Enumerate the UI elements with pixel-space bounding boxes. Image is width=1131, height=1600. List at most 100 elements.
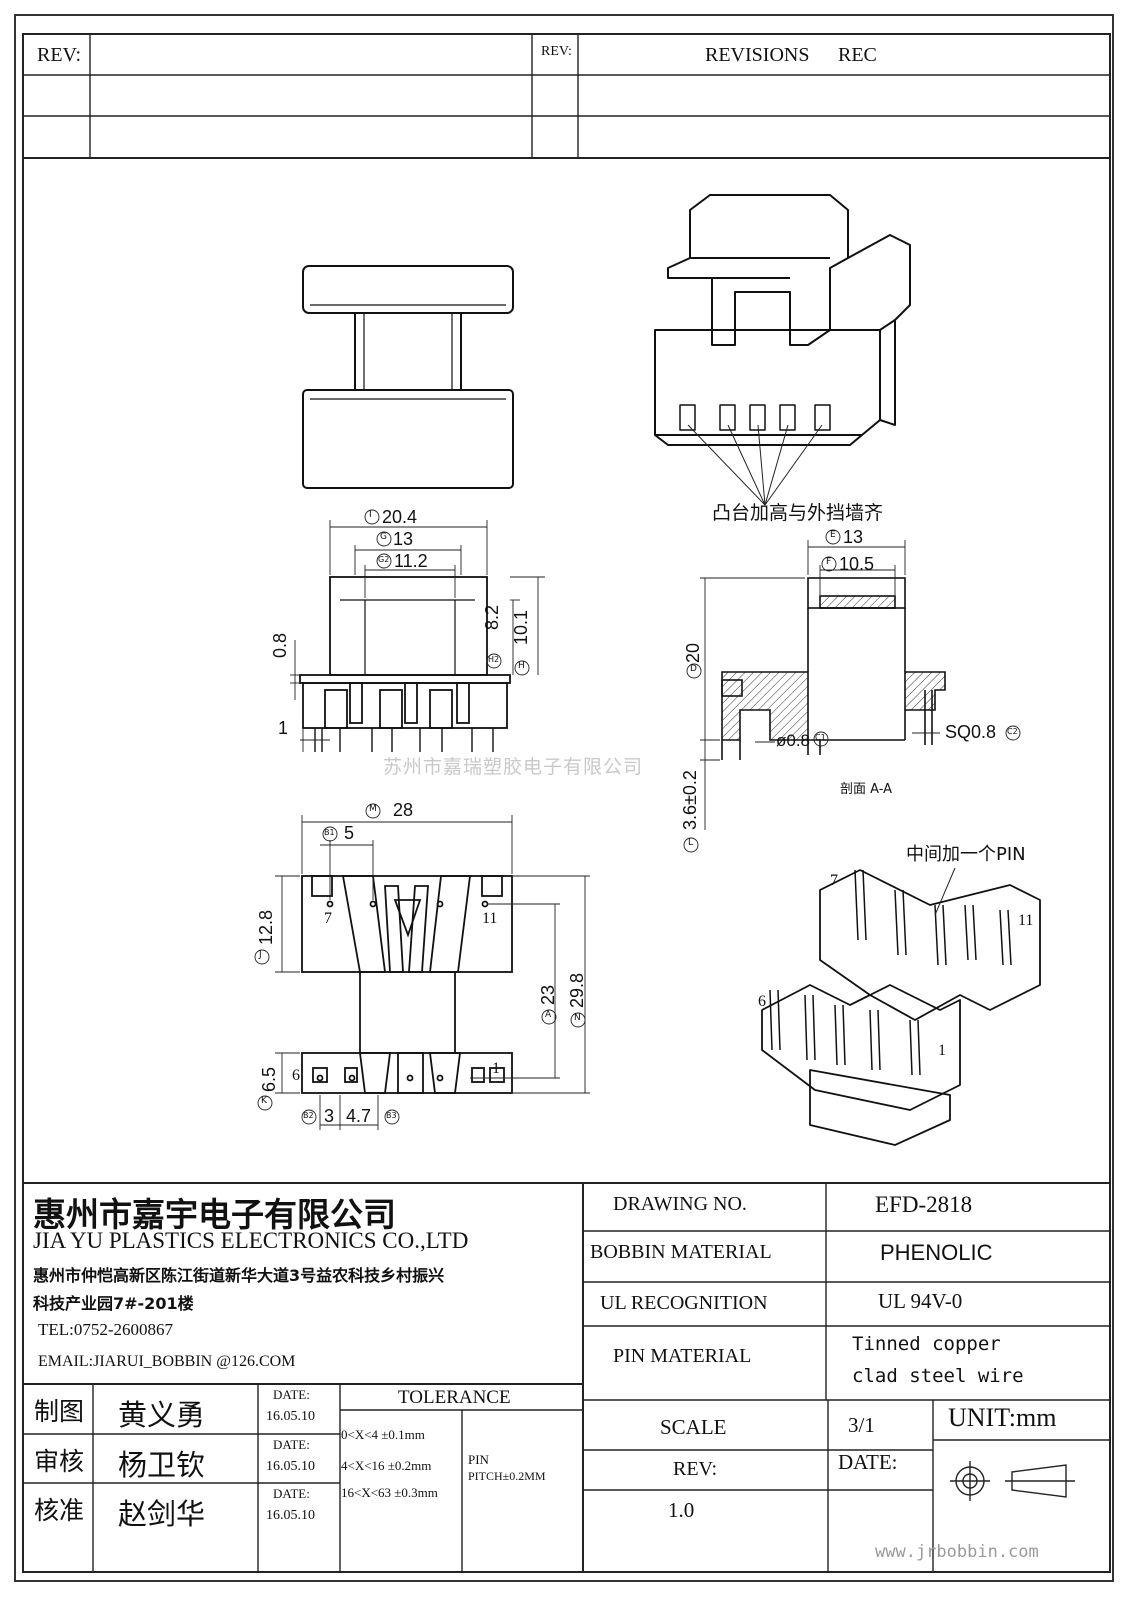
unit-label: UNIT:mm: [948, 1403, 1057, 1432]
dim-letter-K: K: [261, 1096, 267, 1106]
note-middle-pin: 中间加一个PIN: [906, 844, 1026, 865]
drawing-no-value: EFD-2818: [875, 1192, 973, 1217]
pin-pitch-line1: PIN: [468, 1452, 489, 1467]
dim-letter-F: F: [826, 557, 832, 567]
dim-letter-M: M: [369, 804, 377, 814]
dim-G2-value: 11.2: [394, 551, 428, 571]
rev-label-right: REV:: [541, 44, 572, 59]
name-drawn: 黄义勇: [118, 1398, 206, 1432]
pin-material-value-line2: clad steel wire: [852, 1365, 1024, 1387]
dim-I-value: 20.4: [382, 507, 418, 527]
rec-label: REC: [838, 44, 877, 66]
pin-material-label: PIN MATERIAL: [613, 1345, 752, 1367]
pin-number-11-bottom: 11: [482, 910, 498, 927]
dim-letter-L: L: [688, 838, 694, 848]
tolerance-range-2: 4<X<16 ±0.2mm: [341, 1458, 432, 1473]
outer-frame: [14, 14, 1114, 1582]
dim-J-value: 12.8: [256, 909, 276, 945]
bobbin-material-label: BOBBIN MATERIAL: [590, 1241, 772, 1263]
dim-letter-I: I: [369, 510, 372, 520]
name-approved: 赵剑华: [118, 1497, 206, 1531]
section-label: 剖面 A-A: [840, 782, 893, 797]
dim-E-value: 13: [843, 527, 864, 547]
scale-label: SCALE: [660, 1415, 727, 1439]
scale-value: 3/1: [848, 1413, 875, 1437]
address-line2: 科技产业园7#-201楼: [33, 1294, 194, 1313]
dim-C2-value: SQ0.8: [945, 722, 997, 742]
role-approved: 核准: [34, 1496, 85, 1525]
pin-number-1-bottom: 1: [492, 1060, 500, 1077]
dim-A-value: 23: [538, 984, 558, 1005]
dim-N-value: 29.8: [567, 972, 587, 1008]
date-label-checked: DATE:: [273, 1437, 310, 1452]
role-drawn: 制图: [34, 1397, 85, 1426]
bobbin-material-value: PHENOLIC: [880, 1240, 993, 1265]
dim-H-value: 10.1: [511, 609, 531, 645]
name-checked: 杨卫钦: [118, 1448, 206, 1482]
dim-K-value: 6.5: [259, 1066, 279, 1092]
dim-top-thk-value: 0.8: [270, 632, 290, 658]
rev-label-left: REV:: [37, 44, 82, 66]
tolerance-label: TOLERANCE: [398, 1387, 511, 1408]
dim-G-value: 13: [393, 529, 414, 549]
date-checked: 16.05.10: [266, 1459, 315, 1474]
pin-material-value-line1: Tinned copper: [852, 1333, 1001, 1355]
tel-text: TEL:0752-2600867: [38, 1320, 174, 1339]
pin-number-6-iso: 6: [758, 993, 766, 1010]
website-text: www.jrbobbin.com: [875, 1542, 1039, 1562]
rev-value-title: 1.0: [668, 1498, 695, 1522]
dim-letter-A: A: [545, 1010, 552, 1020]
dim-H2-value: 8.2: [482, 604, 502, 630]
date-approved: 16.05.10: [266, 1508, 315, 1523]
dim-M-value: 28: [393, 800, 414, 820]
dim-letter-D: D: [690, 664, 697, 674]
pin-pitch-line2: PITCH±0.2MM: [468, 1469, 546, 1483]
ul-recognition-label: UL RECOGNITION: [600, 1292, 768, 1314]
address-line1: 惠州市仲恺高新区陈江街道新华大道3号益农科技乡村振兴: [33, 1266, 445, 1285]
dim-letter-N: N: [574, 1013, 581, 1023]
email-text: EMAIL:JIARUI_BOBBIN @126.COM: [38, 1353, 296, 1370]
dim-letter-B2: B2: [303, 1111, 314, 1120]
pin-number-7-iso: 7: [830, 872, 838, 889]
rev-label-title: REV:: [673, 1458, 718, 1480]
dim-B1-value: 5: [344, 823, 355, 843]
dim-D-value: 20: [683, 642, 703, 663]
drawing-no-label: DRAWING NO.: [613, 1193, 747, 1215]
dim-letter-G2: G2: [378, 555, 390, 564]
pin-number-1-iso: 1: [938, 1042, 946, 1059]
tolerance-range-3: 16<X<63 ±0.3mm: [341, 1485, 438, 1500]
drawing-frame: [22, 33, 1111, 1573]
dim-letter-C2: C2: [1007, 727, 1018, 736]
dim-letter-J: J: [259, 950, 262, 960]
dim-letter-E: E: [830, 530, 836, 540]
role-checked: 审核: [34, 1447, 85, 1476]
revisions-label: REVISIONS: [705, 44, 810, 66]
dim-F-value: 10.5: [839, 554, 875, 574]
company-name-cn: 惠州市嘉宇电子有限公司: [33, 1195, 396, 1234]
dim-letter-B3: B3: [386, 1111, 397, 1120]
note-raised-boss: 凸台加高与外挡墙齐: [712, 502, 884, 524]
third-angle-projection-icon: [948, 1462, 1076, 1502]
ul-recognition-value: UL 94V-0: [878, 1289, 963, 1313]
dim-B3-value: 4.7: [346, 1106, 372, 1126]
dim-L-value: 3.6±0.2: [680, 770, 700, 830]
dim-C1-value: ø0.8: [776, 731, 811, 750]
tolerance-range-1: 0<X<4 ±0.1mm: [341, 1427, 425, 1442]
pin-number-7-bottom: 7: [324, 910, 332, 927]
dim-letter-G: G: [380, 532, 387, 542]
dim-B2-value: 3: [324, 1106, 335, 1126]
dim-letter-H2: H2: [488, 655, 500, 664]
watermark-text: 苏州市嘉瑞塑胶电子有限公司: [383, 756, 644, 778]
dim-letter-C1: C1: [815, 733, 826, 742]
dim-letter-B1: B1: [324, 828, 335, 837]
date-drawn: 16.05.10: [266, 1409, 315, 1424]
date-label-drawn: DATE:: [273, 1387, 310, 1402]
date-label-approved: DATE:: [273, 1486, 310, 1501]
date-label-title: DATE:: [838, 1450, 898, 1474]
dim-letter-H: H: [518, 661, 525, 671]
dim-pin-offset-value: 1: [278, 718, 289, 738]
pin-number-11-iso: 11: [1018, 912, 1034, 929]
company-name-en: JIA YU PLASTICS ELECTRONICS CO.,LTD: [33, 1228, 469, 1253]
pin-number-6-bottom: 6: [292, 1067, 300, 1084]
